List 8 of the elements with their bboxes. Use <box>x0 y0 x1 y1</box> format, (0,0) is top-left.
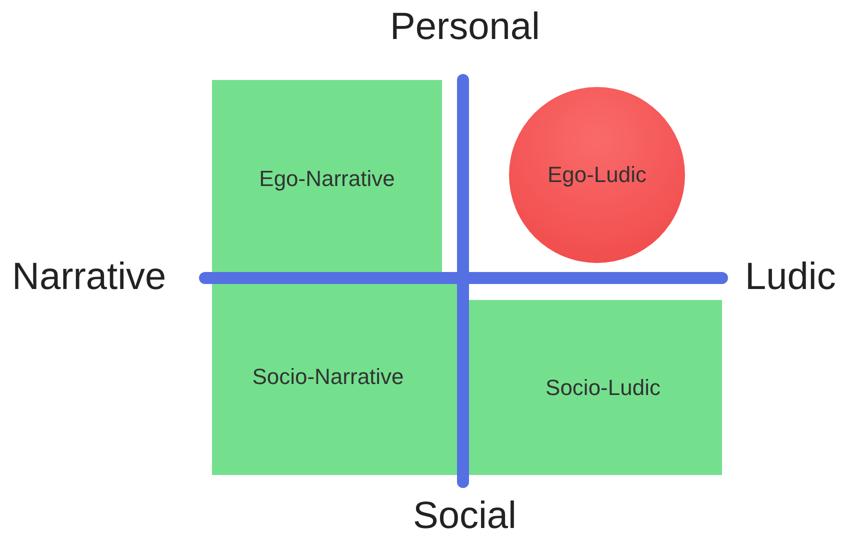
region-label: Ego-Ludic <box>547 162 647 188</box>
axis-label: Narrative <box>12 258 166 296</box>
axis-label: Social <box>413 497 516 533</box>
axis-label: Ludic <box>745 258 836 296</box>
region-label: Socio-Narrative <box>252 364 404 390</box>
axis-label: Personal <box>390 8 540 46</box>
region-label: Ego-Narrative <box>259 166 395 192</box>
region-label: Socio-Ludic <box>546 374 660 400</box>
